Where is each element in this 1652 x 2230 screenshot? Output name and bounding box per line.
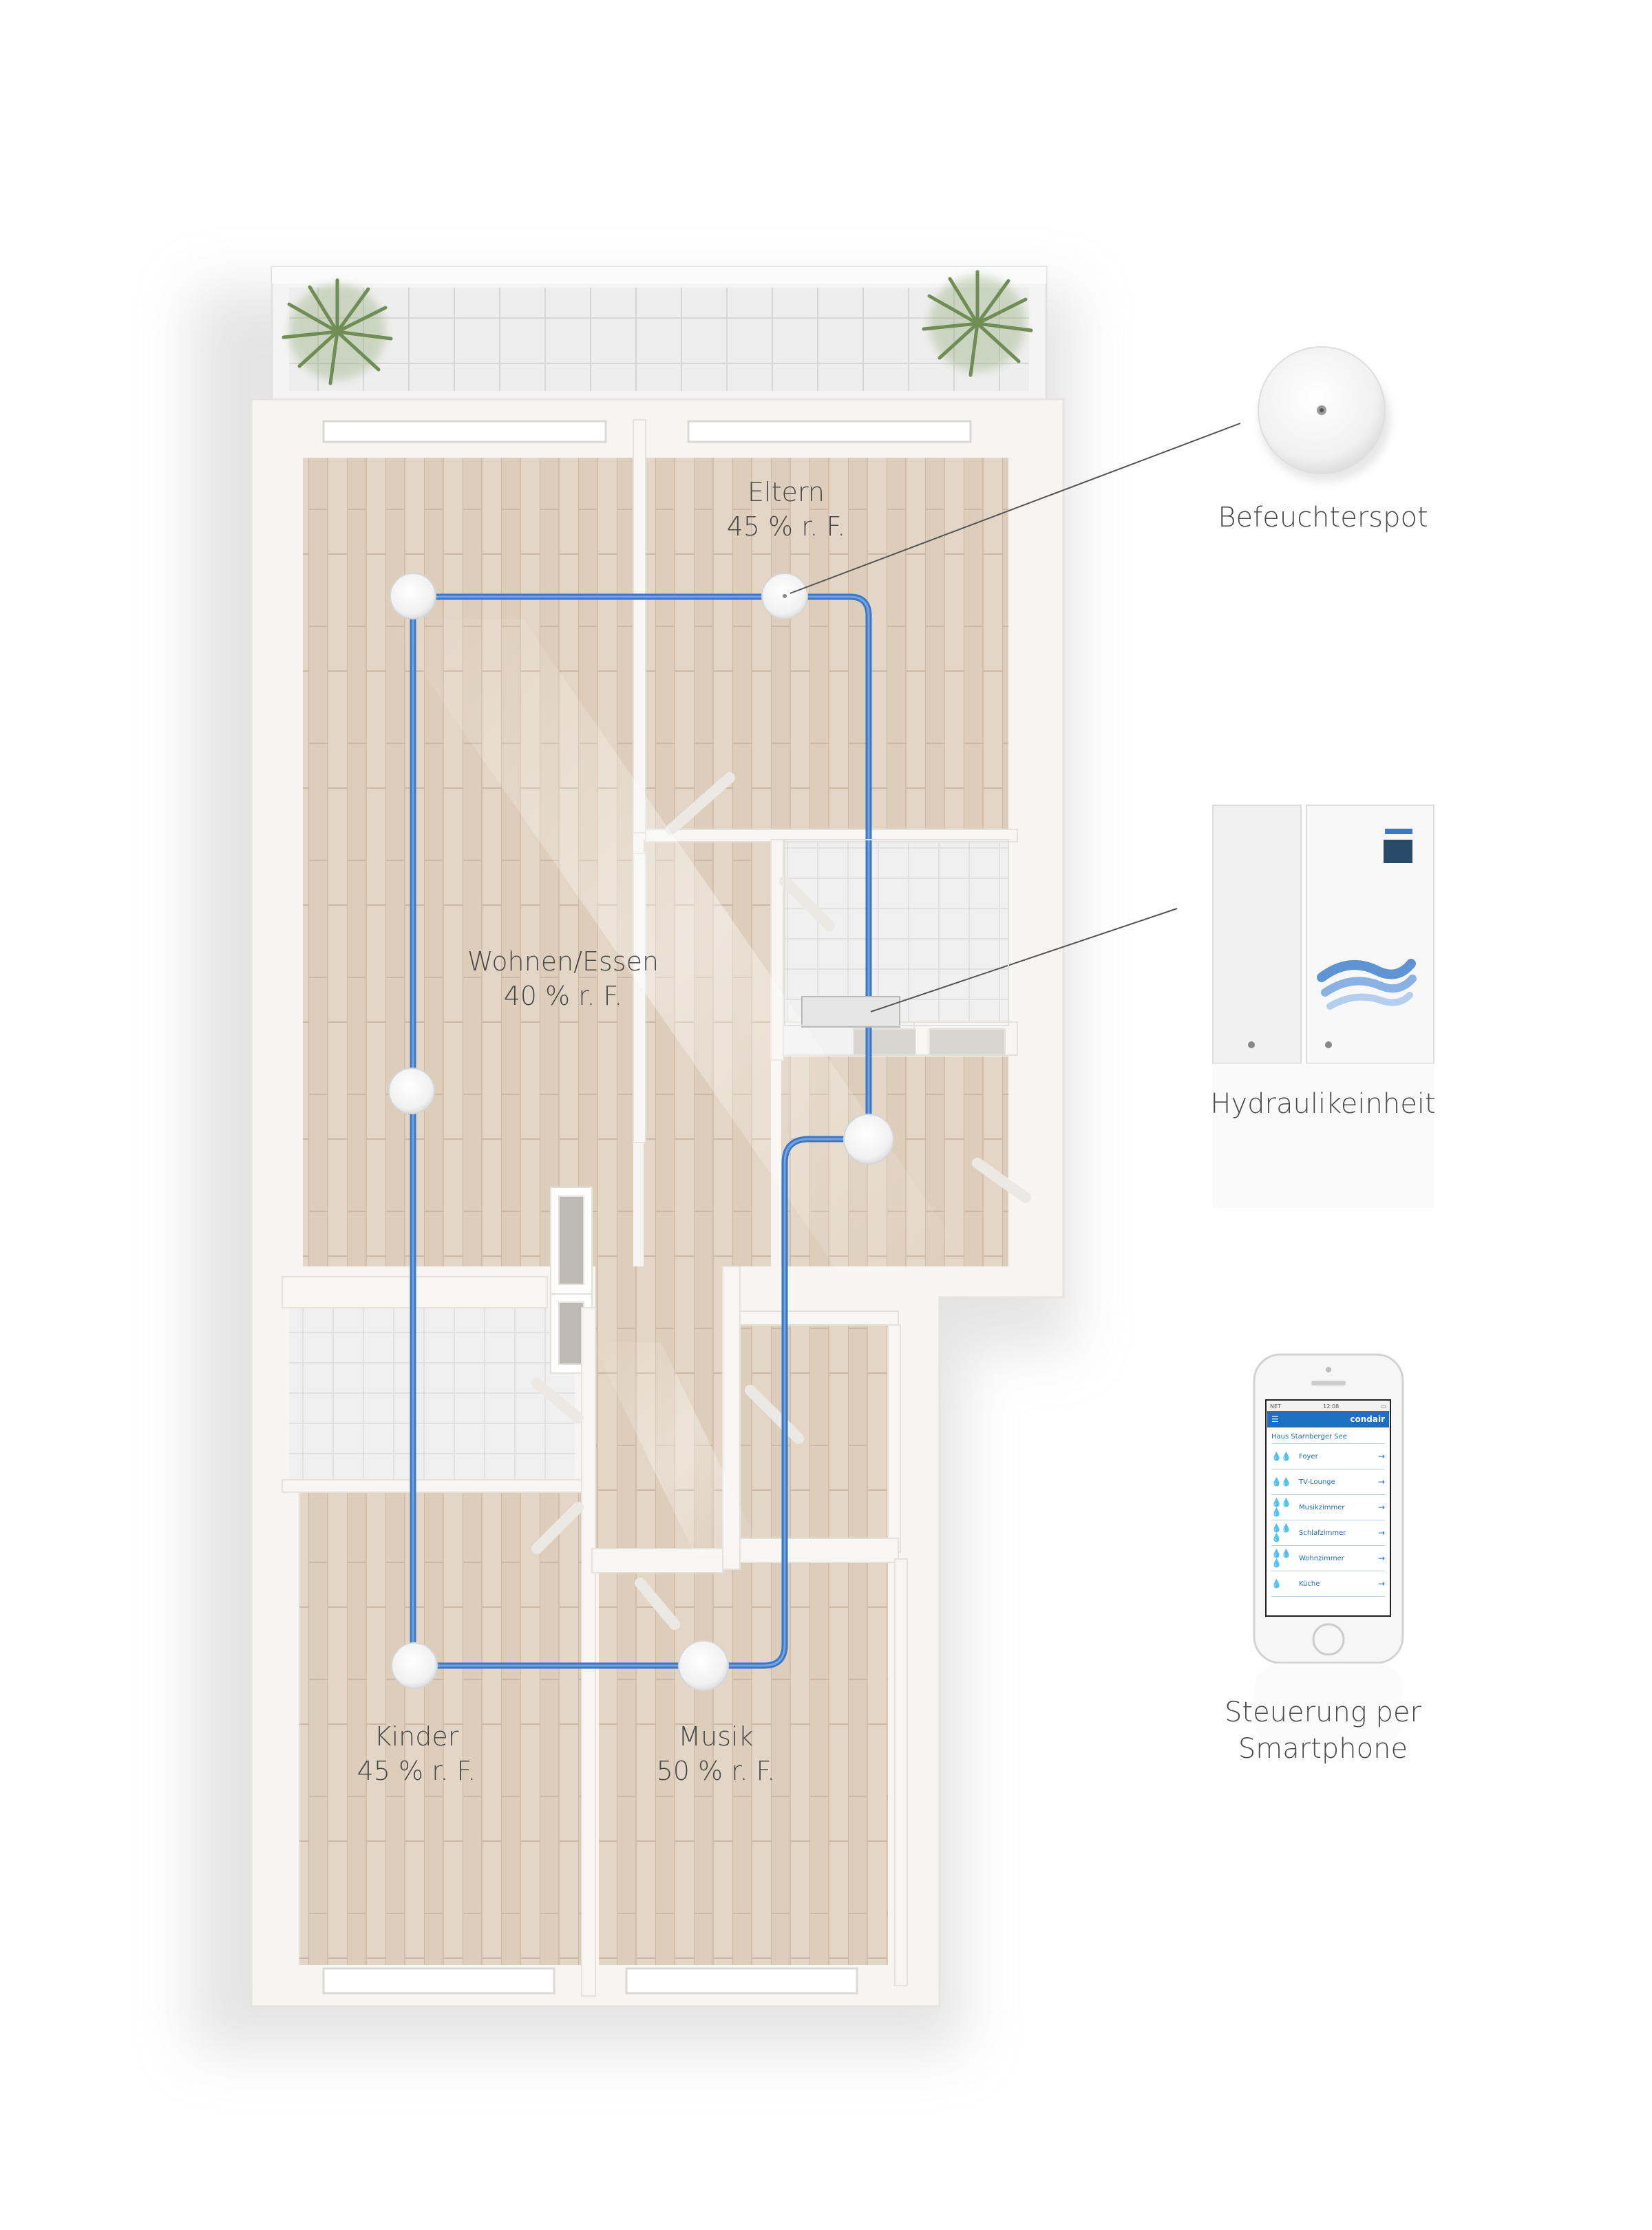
floor-bath-left [289, 1308, 575, 1480]
list-item[interactable]: 💧 Küche → [1271, 1571, 1385, 1597]
arrow-right-icon[interactable]: → [1377, 1579, 1385, 1589]
arrow-right-icon[interactable]: → [1377, 1477, 1385, 1487]
drop-icon: 💧💧 [1271, 1477, 1291, 1487]
app-room-list: 💧💧 Foyer → 💧💧 TV-Lounge → 💧💧💧 Musikzimme… [1271, 1443, 1385, 1597]
status-time: 12:08 [1323, 1403, 1339, 1410]
floor-kinder [299, 1490, 582, 1965]
menu-icon[interactable]: ☰ [1271, 1414, 1279, 1424]
battery-icon: ▭ [1381, 1403, 1386, 1410]
device-label-hydraulic: Hydraulikeinheit [1210, 1088, 1436, 1120]
product-hydraulikeinheit [1212, 805, 1434, 1208]
home-button-icon [1312, 1623, 1345, 1656]
plant-left [282, 278, 393, 385]
list-item[interactable]: 💧💧 Foyer → [1271, 1444, 1385, 1469]
room-name: Wohnen/Essen [467, 946, 659, 977]
room-label-eltern: Eltern 45 % r. F. [642, 475, 931, 544]
balcony [271, 266, 1048, 401]
drop-icon: 💧💧 [1271, 1452, 1291, 1461]
windows [322, 420, 972, 1995]
spot-top-left [390, 573, 436, 619]
arrow-right-icon[interactable]: → [1377, 1553, 1385, 1563]
leader-spot [790, 423, 1241, 594]
app-brand: condair [1350, 1414, 1385, 1424]
room-humidity: 40 % r. F. [503, 981, 623, 1012]
leader-hydraulic [870, 908, 1178, 1012]
device-label-spot: Befeuchterspot [1218, 502, 1428, 533]
list-item[interactable]: 💧💧💧 Musikzimmer → [1271, 1495, 1385, 1520]
floor-bath-top [785, 840, 1008, 1026]
pipe-network-highlight [412, 595, 870, 1667]
floor-eltern [644, 458, 1008, 829]
room-name: Musik [678, 1721, 754, 1752]
drop-icon: 💧💧💧 [1271, 1523, 1291, 1542]
arrow-right-icon[interactable]: → [1377, 1502, 1385, 1512]
humidifier-spots [388, 573, 894, 1691]
floor-musik [599, 1562, 888, 1965]
list-item[interactable]: 💧💧💧 Schlafzimmer → [1271, 1520, 1385, 1546]
room-label-musik: Musik 50 % r. F. [571, 1719, 860, 1788]
device-label-control: Steuerung per Smartphone [1144, 1695, 1502, 1767]
hydraulic-unit-plan [801, 996, 900, 1028]
product-befeuchterspot [1258, 346, 1390, 482]
room-name: Eltern [748, 477, 825, 507]
control-line-1: Steuerung per [1225, 1697, 1421, 1728]
drop-icon: 💧💧💧 [1271, 1498, 1291, 1517]
drop-icon: 💧 [1271, 1579, 1282, 1589]
wave-logo [1317, 959, 1417, 1010]
room-humidity: 45 % r. F. [726, 511, 846, 542]
sunlight [385, 619, 977, 1273]
floor-small-room [740, 1325, 888, 1538]
app-title: Haus Starnberger See [1271, 1433, 1347, 1441]
list-item[interactable]: 💧💧💧 Wohnzimmer → [1271, 1546, 1385, 1571]
control-line-2: Smartphone [1238, 1732, 1408, 1765]
sunlight-2 [592, 1342, 764, 1555]
room-humidity: 45 % r. F. [357, 1756, 476, 1787]
room-name: Kinder [374, 1721, 459, 1752]
spot-east [843, 1114, 894, 1165]
room-label-kinder: Kinder 45 % r. F. [272, 1719, 561, 1788]
hydraulic-brand [1385, 829, 1412, 834]
floors [289, 458, 1008, 1965]
doors [531, 772, 1031, 1630]
spot-musik [678, 1640, 729, 1691]
list-item[interactable]: 💧💧 TV-Lounge → [1271, 1469, 1385, 1495]
app-header: ☰ condair [1267, 1411, 1389, 1427]
plant-right [922, 270, 1033, 377]
arrow-right-icon[interactable]: → [1377, 1452, 1385, 1461]
arrow-right-icon[interactable]: → [1377, 1528, 1385, 1538]
phone-screen: NET 12:08 ▭ ☰ condair Haus Starnberger S… [1267, 1401, 1389, 1615]
drop-icon: 💧💧💧 [1271, 1549, 1291, 1568]
spot-kinder [391, 1642, 438, 1689]
room-humidity: 50 % r. F. [656, 1756, 776, 1787]
status-network: NET [1270, 1403, 1281, 1410]
spot-wohnen [388, 1068, 435, 1114]
phone-status-bar: NET 12:08 ▭ [1267, 1401, 1389, 1411]
room-label-wohnen: Wohnen/Essen 40 % r. F. [419, 944, 708, 1013]
